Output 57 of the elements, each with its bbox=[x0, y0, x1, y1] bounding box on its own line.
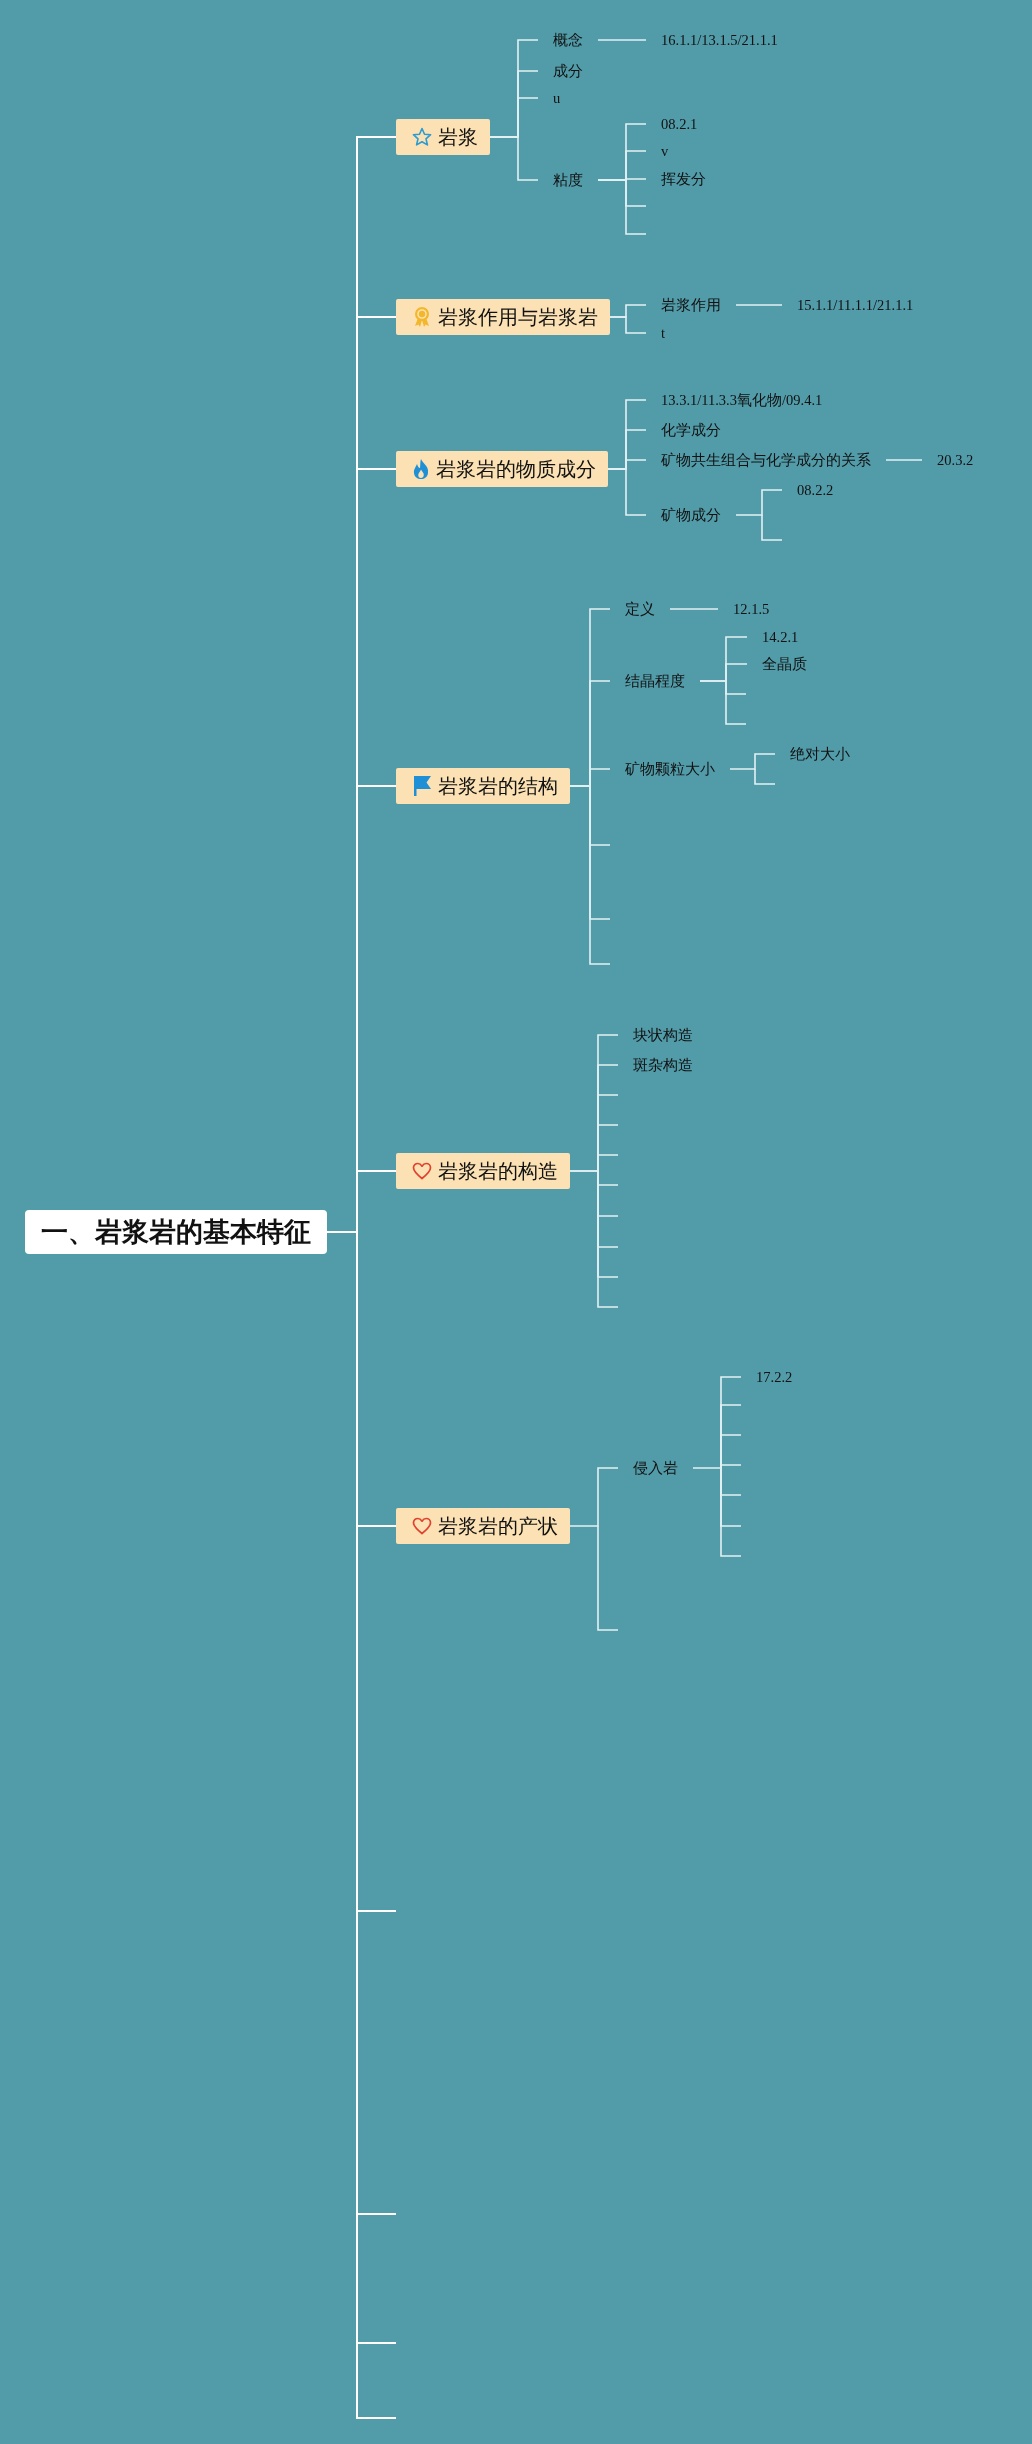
branch-label: 20.3.2 bbox=[922, 450, 989, 470]
branch-line bbox=[699, 663, 748, 682]
branch-label: 岩浆作用 bbox=[646, 295, 736, 315]
branch-label: 12.1.5 bbox=[718, 599, 785, 619]
topic-label: 岩浆 bbox=[438, 124, 478, 150]
branch-label: 14.2.1 bbox=[747, 627, 814, 647]
topic-box bbox=[396, 299, 610, 335]
branch-line bbox=[607, 468, 647, 516]
branch-label: 侵入岩 bbox=[618, 1458, 693, 1478]
branch-label: 挥发分 bbox=[646, 169, 721, 189]
topic-label: 岩浆岩的物质成分 bbox=[436, 456, 596, 482]
branch-line bbox=[885, 459, 923, 461]
branch-label: 全晶质 bbox=[747, 654, 822, 674]
branch-label: 08.2.2 bbox=[782, 480, 849, 500]
branch-label: 概念 bbox=[538, 30, 598, 50]
topic-box bbox=[396, 119, 490, 155]
branch-line bbox=[669, 608, 719, 610]
branch-line bbox=[735, 489, 783, 516]
branch-label: 块状构造 bbox=[618, 1025, 708, 1045]
branch-label: 斑杂构造 bbox=[618, 1055, 708, 1075]
branch-line bbox=[569, 768, 611, 787]
branch-line bbox=[489, 136, 539, 181]
branch-line bbox=[597, 39, 647, 41]
branch-label: 15.1.1/11.1.1/21.1.1 bbox=[782, 295, 929, 315]
branch-label: 绝对大小 bbox=[775, 744, 865, 764]
branch-line bbox=[729, 753, 776, 770]
topic-box bbox=[396, 1508, 570, 1544]
branch-line bbox=[609, 316, 647, 334]
branch-line bbox=[569, 1064, 619, 1172]
topic-label: 岩浆岩的产状 bbox=[438, 1513, 558, 1539]
topic-box bbox=[396, 768, 570, 804]
branch-label: t bbox=[646, 323, 681, 343]
branch-label: 13.3.1/11.3.3氧化物/09.4.1 bbox=[646, 390, 838, 410]
topic-box bbox=[396, 1153, 570, 1189]
topic-label: 岩浆岩的构造 bbox=[438, 1158, 558, 1184]
branch-label: 粘度 bbox=[538, 170, 598, 190]
branch-label: 08.2.1 bbox=[646, 114, 713, 134]
branch-label: u bbox=[538, 88, 576, 108]
branch-line bbox=[597, 178, 647, 181]
branch-label: 矿物成分 bbox=[646, 505, 736, 525]
branch-label: 16.1.1/13.1.5/21.1.1 bbox=[646, 30, 793, 50]
branch-label: 定义 bbox=[610, 599, 670, 619]
branch-label: v bbox=[646, 141, 684, 161]
branch-label: 结晶程度 bbox=[610, 671, 700, 691]
branch-line bbox=[569, 1467, 619, 1527]
branch-label: 矿物共生组合与化学成分的关系 bbox=[646, 450, 886, 470]
central-topic-box: 一、岩浆岩的基本特征 bbox=[25, 1210, 327, 1254]
branch-line bbox=[692, 1376, 742, 1469]
topic-label: 岩浆作用与岩浆岩 bbox=[438, 304, 598, 330]
branch-label: 成分 bbox=[538, 61, 598, 81]
branch-line bbox=[326, 1231, 397, 1527]
branch-label: 17.2.2 bbox=[741, 1367, 808, 1387]
branch-label: 化学成分 bbox=[646, 420, 736, 440]
topic-box bbox=[396, 451, 608, 487]
topic-label: 岩浆岩的结构 bbox=[438, 773, 558, 799]
branch-line bbox=[735, 304, 783, 306]
branch-label: 矿物颗粒大小 bbox=[610, 759, 730, 779]
